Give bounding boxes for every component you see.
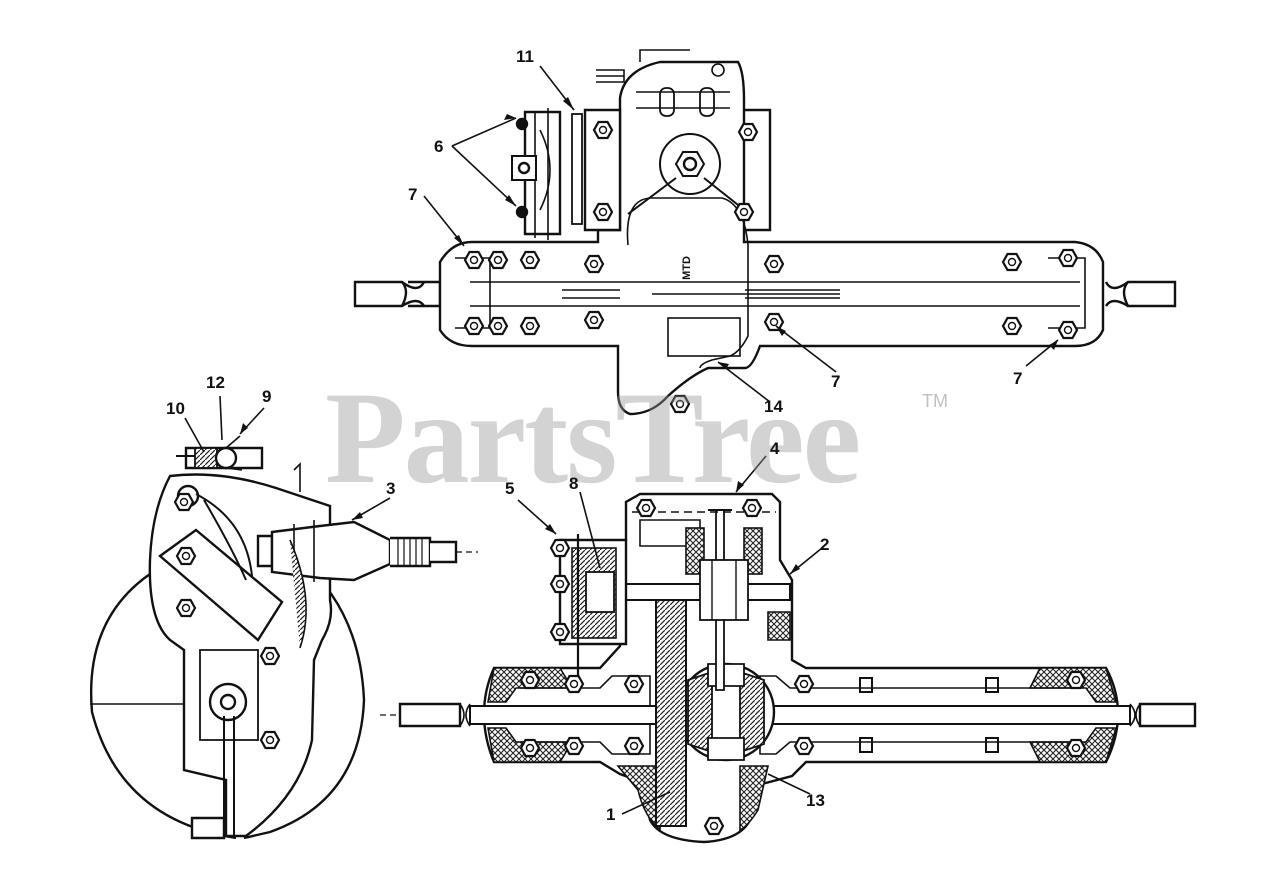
callout-6[interactable]: 6	[434, 137, 444, 156]
trademark-symbol: TM	[922, 391, 948, 411]
callout-12[interactable]: 12	[206, 373, 225, 392]
callout-7a[interactable]: 7	[408, 185, 418, 204]
leader-lines	[184, 65, 1059, 815]
callout-11[interactable]: 13	[806, 791, 825, 810]
callout-13[interactable]: 11	[516, 47, 534, 66]
callout-8[interactable]: 8	[569, 474, 579, 493]
brand-label: MTD	[680, 256, 693, 280]
watermark-text: PartsTree	[325, 364, 861, 511]
top-view-transaxle	[353, 49, 1177, 416]
callout-7c[interactable]: 7	[1013, 369, 1023, 388]
callout-4[interactable]: 4	[770, 439, 780, 458]
callout-5[interactable]: 5	[505, 479, 515, 498]
callout-1[interactable]: 1	[606, 805, 616, 824]
callout-10[interactable]: 10	[166, 399, 185, 418]
callout-2[interactable]: 2	[820, 535, 830, 554]
callout-14[interactable]: 14	[764, 397, 783, 416]
callout-9[interactable]: 9	[262, 387, 272, 406]
callout-3[interactable]: 3	[386, 479, 396, 498]
section-view-transaxle	[380, 492, 1197, 844]
callout-7b[interactable]: 7	[831, 372, 841, 391]
leader-arrowheads	[240, 97, 1058, 574]
